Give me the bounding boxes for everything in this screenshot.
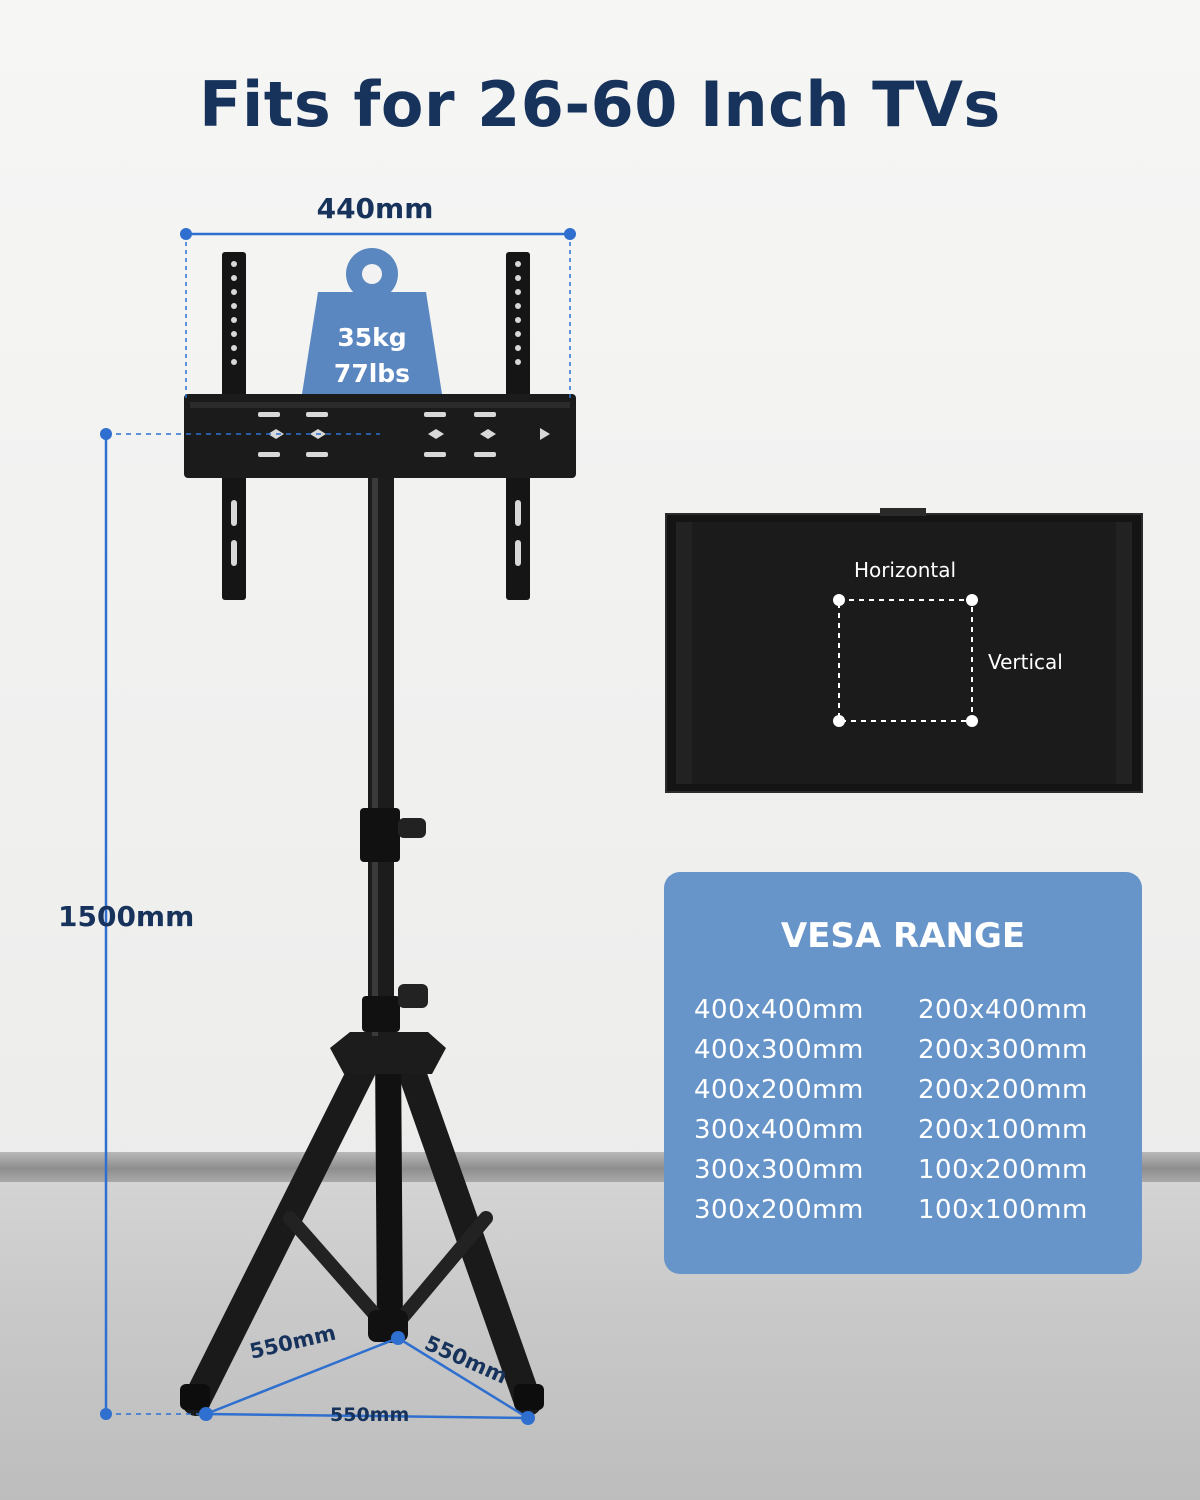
leg-base-dimension-label: 550mm xyxy=(330,1404,410,1426)
weight-lbs: 77lbs xyxy=(333,359,411,388)
tripod-legs xyxy=(180,1036,544,1416)
vesa-left-column: 400x400mm 400x300mm 400x200mm 300x400mm … xyxy=(694,990,864,1230)
vesa-size-item: 300x400mm xyxy=(694,1115,864,1145)
vesa-size-item: 200x100mm xyxy=(918,1115,1088,1145)
stand-pole xyxy=(360,476,428,1036)
vesa-range-panel: VESA RANGE 400x400mm 400x300mm 400x200mm… xyxy=(664,872,1142,1274)
vesa-size-item: 100x200mm xyxy=(918,1155,1088,1185)
vesa-size-item: 300x300mm xyxy=(694,1155,864,1185)
weight-icon xyxy=(302,248,442,394)
vesa-range-title: VESA RANGE xyxy=(780,916,1026,956)
weight-capacity-label: 35kg 77lbs xyxy=(304,320,440,392)
vesa-size-item: 400x200mm xyxy=(694,1075,864,1105)
vesa-right-column: 200x400mm 200x300mm 200x200mm 200x100mm … xyxy=(918,990,1088,1230)
dimension-lines xyxy=(100,228,576,1425)
vesa-size-item: 100x100mm xyxy=(918,1195,1088,1225)
vertical-label: Vertical xyxy=(988,650,1063,674)
tv-back-illustration xyxy=(665,508,1143,793)
height-dimension-label: 1500mm xyxy=(58,900,195,933)
horizontal-label: Horizontal xyxy=(853,558,957,582)
tripod-hub xyxy=(330,1032,446,1074)
vesa-size-item: 400x300mm xyxy=(694,1035,864,1065)
vesa-size-item: 200x400mm xyxy=(918,995,1088,1025)
tv-mount-bracket xyxy=(184,252,576,600)
vesa-size-item: 300x200mm xyxy=(694,1195,864,1225)
width-dimension-label: 440mm xyxy=(316,192,434,225)
vesa-size-item: 200x200mm xyxy=(918,1075,1088,1105)
weight-kg: 35kg xyxy=(337,323,407,352)
vesa-size-item: 400x400mm xyxy=(694,995,864,1025)
page-title: Fits for 26-60 Inch TVs xyxy=(199,68,1001,141)
vesa-pattern-diagram xyxy=(833,594,978,727)
vesa-size-item: 200x300mm xyxy=(918,1035,1088,1065)
